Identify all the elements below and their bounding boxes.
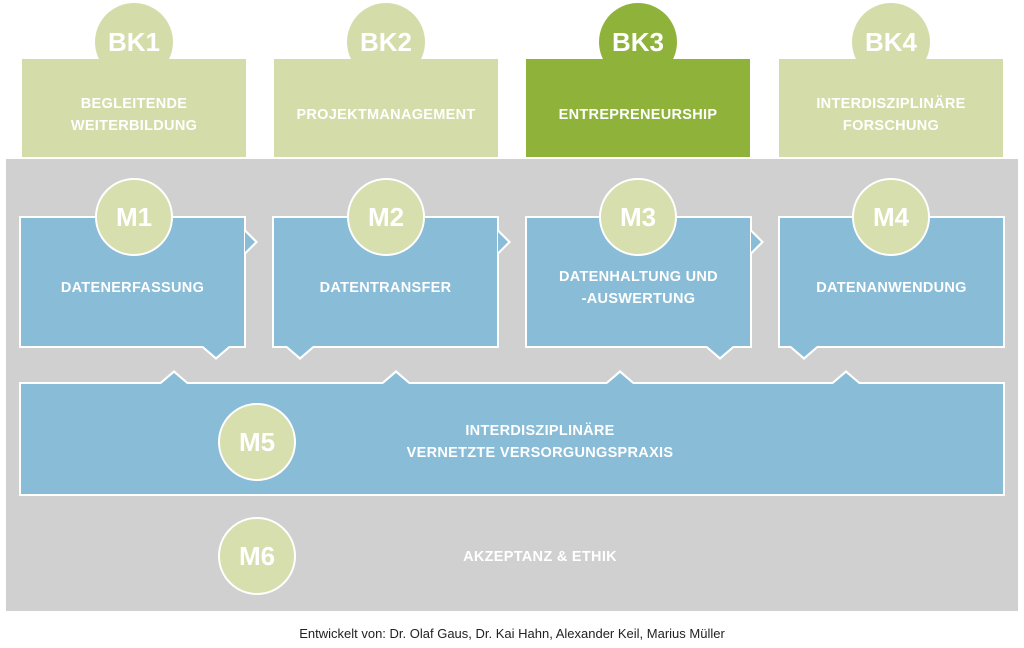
- m1-badge: M1: [95, 178, 173, 256]
- bk3-label: ENTREPRENEURSHIP: [558, 107, 718, 123]
- bk2-box: PROJEKTMANAGEMENT: [274, 59, 498, 157]
- bk3-badge: BK3: [599, 3, 677, 81]
- m4-label: DATENANWENDUNG: [816, 280, 967, 296]
- bk2-label: PROJEKTMANAGEMENT: [296, 107, 476, 123]
- bk4-badge: BK4: [852, 3, 930, 81]
- bk1-badge: BK1: [95, 3, 173, 81]
- m1-label: DATENERFASSUNG: [60, 280, 205, 296]
- m4-badge: M4: [852, 178, 930, 256]
- bk2-badge: BK2: [347, 3, 425, 81]
- m2-badge: M2: [347, 178, 425, 256]
- bk1-label: BEGLEITENDE WEITERBILDUNG: [70, 96, 198, 134]
- credits-footer: Entwickelt von: Dr. Olaf Gaus, Dr. Kai H…: [299, 626, 725, 641]
- m3-badge: M3: [599, 178, 677, 256]
- m5-box: [19, 382, 1005, 496]
- m2-label: DATENTRANSFER: [319, 280, 452, 296]
- m5-badge: M5: [218, 403, 296, 481]
- m6-label: AKZEPTANZ & ETHIK: [463, 549, 617, 565]
- bk4-label: INTERDISZIPLINÄRE FORSCHUNG: [816, 96, 966, 134]
- m3-label: DATENHALTUNG UND -AUSWERTUNG: [559, 269, 718, 307]
- m6-badge: M6: [218, 517, 296, 595]
- m5-label: INTERDISZIPLINÄRE VERNETZTE VERSORGUNGSP…: [406, 423, 674, 461]
